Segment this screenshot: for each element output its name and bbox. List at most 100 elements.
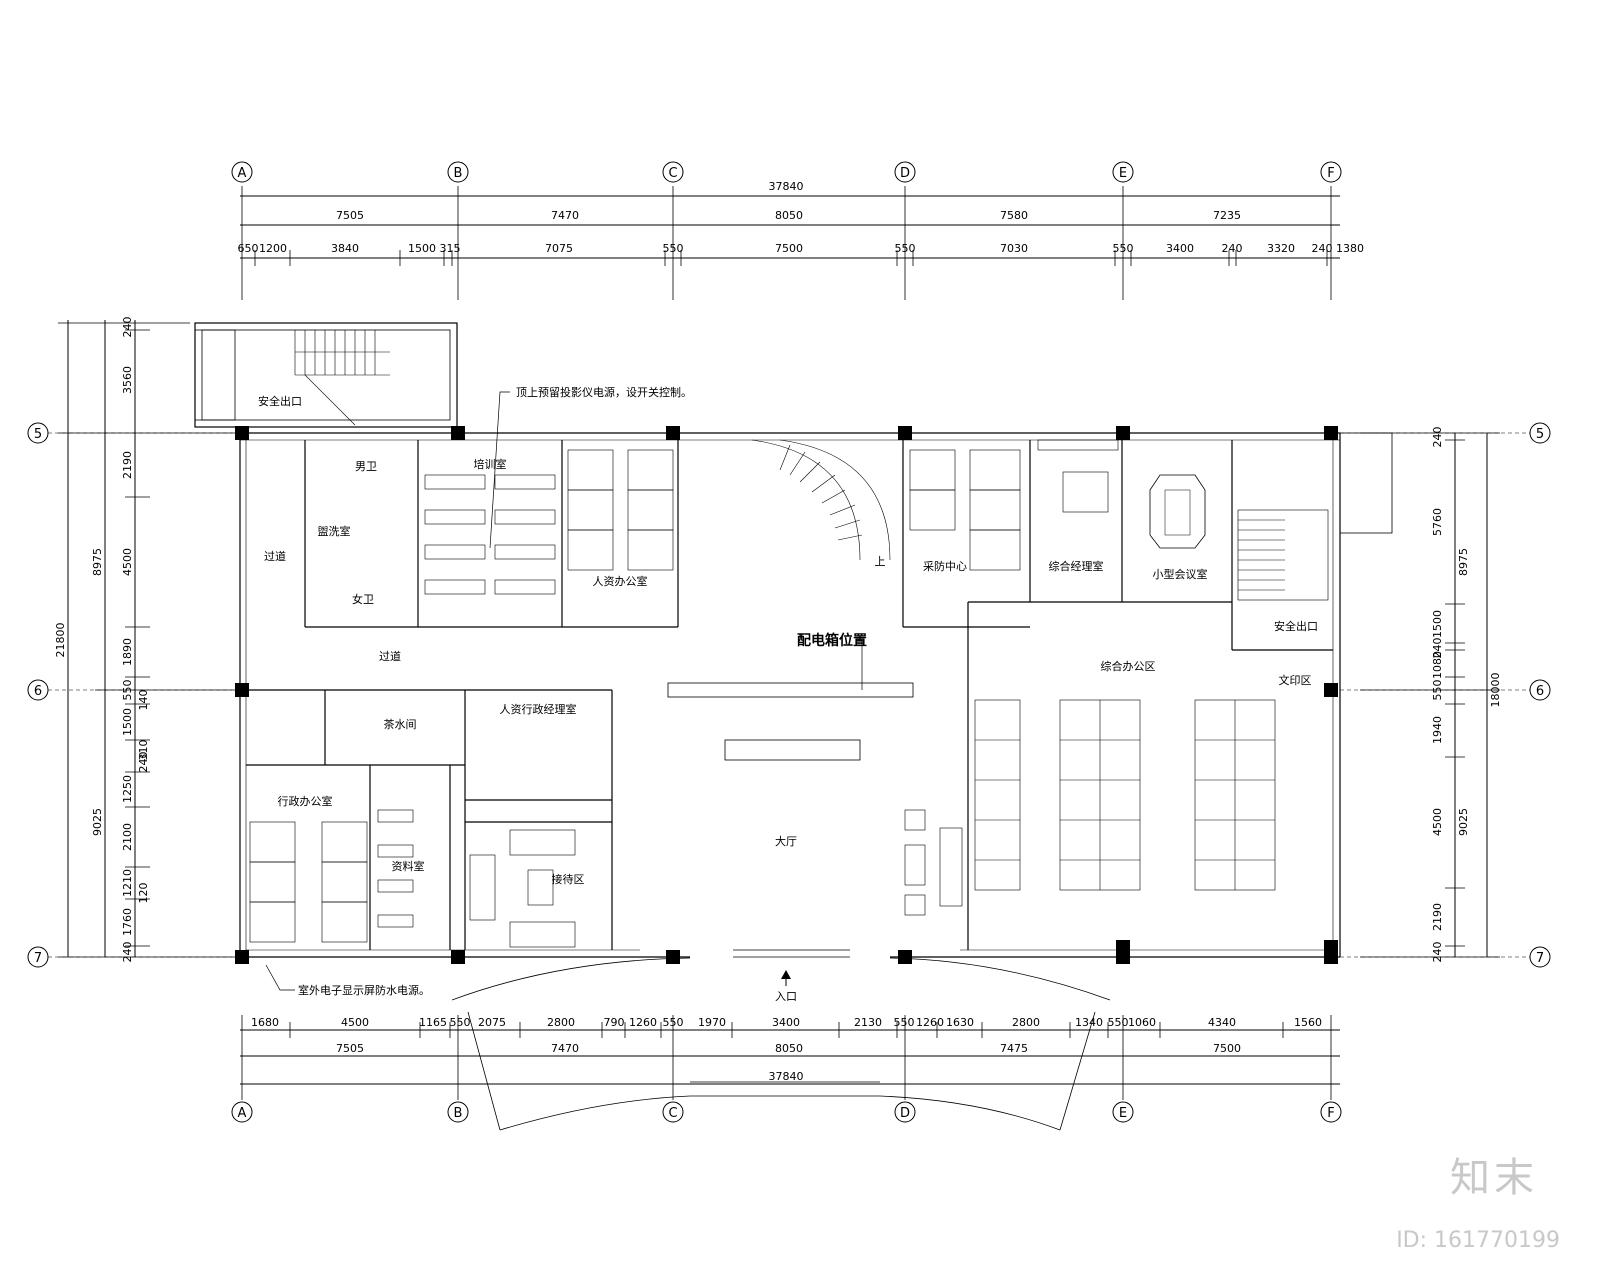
dim-bottom-detail: 1970 bbox=[698, 1016, 726, 1029]
axis-a-top: A bbox=[238, 166, 247, 181]
axis-c-top: C bbox=[668, 166, 677, 181]
dim-top-detail: 1500 bbox=[408, 242, 436, 255]
axis-7-left: 7 bbox=[34, 951, 42, 966]
dim-top-detail: 1380 bbox=[1336, 242, 1364, 255]
dim-left-detail: 1250 bbox=[121, 775, 134, 803]
room-open-office: 综合办公区 bbox=[1101, 659, 1156, 673]
dim-bottom-span: 7475 bbox=[1000, 1042, 1028, 1055]
dim-top-span: 7505 bbox=[336, 209, 364, 222]
dim-left-detail: 3560 bbox=[121, 366, 134, 394]
dim-top-detail: 7075 bbox=[545, 242, 573, 255]
entrance-steps bbox=[451, 949, 1111, 1131]
note-outdoor-screen: 室外电子显示屏防水电源。 bbox=[298, 983, 430, 997]
dim-top-span: 8050 bbox=[775, 209, 803, 222]
dim-top-span: 7580 bbox=[1000, 209, 1028, 222]
archive-shelves bbox=[377, 809, 414, 928]
room-men-wc: 男卫 bbox=[355, 460, 377, 473]
dim-bottom-span: 7505 bbox=[336, 1042, 364, 1055]
room-gm-office: 综合经理室 bbox=[1049, 559, 1104, 573]
dim-right-span: 8975 bbox=[1457, 548, 1470, 576]
dim-bottom-detail: 1560 bbox=[1294, 1016, 1322, 1029]
stairs-top-left bbox=[294, 330, 390, 426]
dim-bottom-detail: 550 bbox=[663, 1016, 684, 1029]
dim-bottom-detail: 2075 bbox=[478, 1016, 506, 1029]
reception-sofas bbox=[469, 829, 576, 948]
dim-bottom-detail: 1060 bbox=[1128, 1016, 1156, 1029]
dim-bottom-detail: 2130 bbox=[854, 1016, 882, 1029]
structural-columns bbox=[235, 426, 1338, 964]
room-corridor-2: 过道 bbox=[379, 649, 401, 663]
dim-top-detail: 240 bbox=[1222, 242, 1243, 255]
dim-bottom-detail: 550 bbox=[1108, 1016, 1129, 1029]
training-desks bbox=[424, 474, 556, 595]
dim-right-span: 9025 bbox=[1457, 808, 1470, 836]
entrance-arrow-icon bbox=[781, 970, 791, 986]
dim-left-small: 120 bbox=[137, 883, 150, 904]
hr-office-workstations bbox=[567, 449, 674, 571]
dim-top-detail: 240 bbox=[1312, 242, 1333, 255]
dim-right-detail: 1940 bbox=[1431, 716, 1444, 744]
meeting-table bbox=[1149, 474, 1206, 549]
dim-top-detail: 7500 bbox=[775, 242, 803, 255]
dim-bottom-span: 8050 bbox=[775, 1042, 803, 1055]
dim-right-detail: 550 bbox=[1431, 680, 1444, 701]
admin-office-desks bbox=[249, 821, 368, 943]
axis-f-top: F bbox=[1327, 166, 1334, 181]
dim-bottom-detail: 790 bbox=[604, 1016, 625, 1029]
dim-left-small: 140 bbox=[137, 690, 150, 711]
room-archive: 资料室 bbox=[392, 859, 425, 873]
axis-e-bottom: E bbox=[1119, 1106, 1127, 1121]
room-women-wc: 女卫 bbox=[352, 592, 374, 606]
dim-bottom-span: 7500 bbox=[1213, 1042, 1241, 1055]
dim-bottom-total: 37840 bbox=[769, 1070, 804, 1083]
dim-left-detail: 2100 bbox=[121, 823, 134, 851]
dim-bottom-detail: 2800 bbox=[1012, 1016, 1040, 1029]
dim-bottom-detail: 4500 bbox=[341, 1016, 369, 1029]
axis-c-bottom: C bbox=[668, 1106, 677, 1121]
room-entrance: 入口 bbox=[775, 990, 797, 1003]
room-print: 文印区 bbox=[1279, 673, 1312, 687]
dim-bottom-detail: 550 bbox=[450, 1016, 471, 1029]
dim-right-detail: 240 bbox=[1431, 427, 1444, 448]
dim-top-detail: 3320 bbox=[1267, 242, 1295, 255]
dim-left-detail: 1760 bbox=[121, 908, 134, 936]
dim-bottom-detail: 1260 bbox=[629, 1016, 657, 1029]
dim-bottom-detail: 4340 bbox=[1208, 1016, 1236, 1029]
axis-a-bottom: A bbox=[238, 1106, 247, 1121]
dim-left-detail: 1210 bbox=[121, 869, 134, 897]
dim-left-span: 9025 bbox=[91, 808, 104, 836]
dim-top-span: 7235 bbox=[1213, 209, 1241, 222]
dim-top-detail: 550 bbox=[663, 242, 684, 255]
dim-left-detail: 4500 bbox=[121, 548, 134, 576]
note-projector: 顶上预留投影仪电源，设开关控制。 bbox=[516, 385, 692, 399]
gm-desk bbox=[1037, 439, 1119, 513]
dim-right-detail: 240 bbox=[1431, 942, 1444, 963]
dim-top-total: 37840 bbox=[769, 180, 804, 193]
dim-top-detail: 550 bbox=[895, 242, 916, 255]
room-stair-exit: 安全出口 bbox=[258, 394, 302, 408]
axis-5-right: 5 bbox=[1536, 427, 1544, 442]
dim-bottom-detail: 1680 bbox=[251, 1016, 279, 1029]
room-hr-manager: 人资行政经理室 bbox=[500, 702, 577, 716]
dim-right-detail: 4500 bbox=[1431, 808, 1444, 836]
dim-bottom-detail: 550 bbox=[894, 1016, 915, 1029]
axis-6-right: 6 bbox=[1536, 684, 1544, 699]
dim-left-small: 310 bbox=[137, 740, 150, 761]
room-training: 培训室 bbox=[474, 457, 507, 471]
room-hr-office: 人资办公室 bbox=[593, 574, 648, 588]
axis-f-bottom: F bbox=[1327, 1106, 1334, 1121]
room-tea: 茶水间 bbox=[384, 718, 417, 731]
dim-top-detail: 1200 bbox=[259, 242, 287, 255]
axis-d-top: D bbox=[900, 166, 910, 181]
dim-bottom-detail: 1630 bbox=[946, 1016, 974, 1029]
watermark-id: ID: 161770199 bbox=[1396, 1228, 1560, 1253]
room-corridor-1: 过道 bbox=[264, 549, 286, 563]
dim-top-detail: 315 bbox=[440, 242, 461, 255]
room-reception: 接待区 bbox=[552, 872, 585, 886]
dim-right-detail: 2190 bbox=[1431, 903, 1444, 931]
dim-right-detail: 5760 bbox=[1431, 508, 1444, 536]
watermark-brand: 知末 bbox=[1450, 1155, 1538, 1201]
dim-left-detail: 1890 bbox=[121, 638, 134, 666]
axis-e-top: E bbox=[1119, 166, 1127, 181]
axis-markers bbox=[27, 161, 1551, 1123]
